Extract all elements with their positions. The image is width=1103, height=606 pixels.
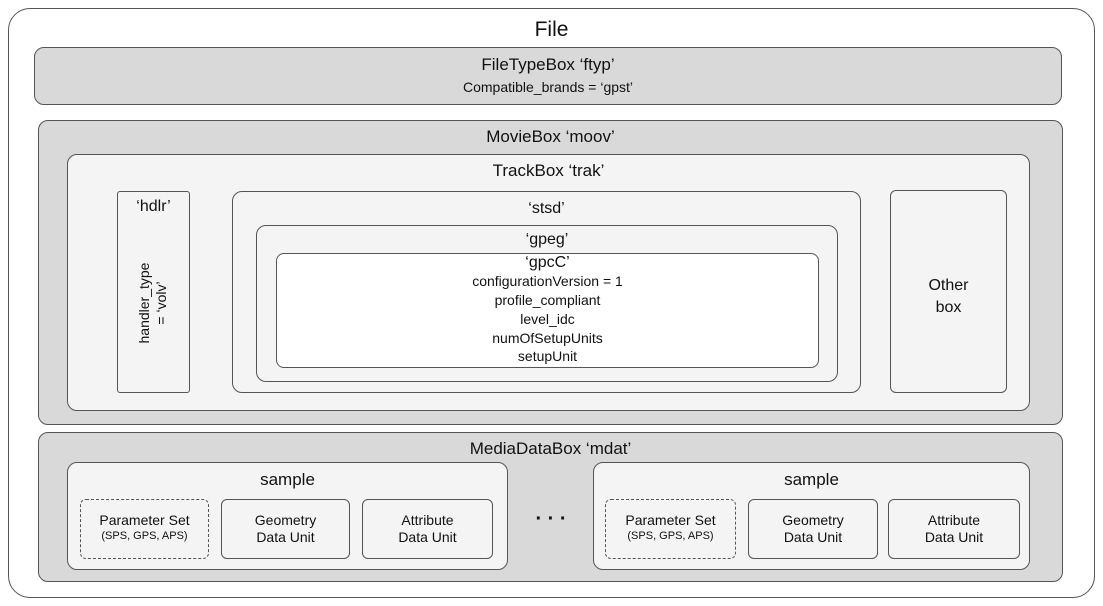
parameter-set-line2: (SPS, GPS, APS) bbox=[101, 530, 188, 542]
ftyp-subtitle: Compatible_brands = ‘gpst’ bbox=[462, 79, 634, 95]
geometry-line2: Data Unit bbox=[783, 529, 843, 545]
file-title: File bbox=[534, 18, 569, 41]
attribute-line1: Attribute bbox=[401, 512, 454, 528]
attribute-data-unit-box bbox=[362, 499, 493, 559]
gpcc-field: configurationVersion = 1 bbox=[472, 273, 623, 289]
gpcc-field: level_idc bbox=[520, 311, 575, 327]
moov-title: MovieBox ‘moov’ bbox=[486, 127, 615, 146]
gpcc-title: ‘gpcC’ bbox=[525, 254, 570, 271]
hdlr-box bbox=[117, 191, 190, 393]
other-box-label: Other box bbox=[890, 275, 1007, 319]
hdlr-line2: = ‘volv’ bbox=[153, 281, 169, 325]
attribute-data-unit-box bbox=[888, 499, 1020, 559]
parameter-set-line1: Parameter Set bbox=[99, 512, 190, 528]
attribute-line2: Data Unit bbox=[398, 529, 457, 545]
hdlr-line1: handler_type bbox=[136, 262, 152, 344]
parameter-set-label: Parameter Set (SPS, GPS, APS) bbox=[80, 512, 209, 544]
sample-title: sample bbox=[784, 470, 839, 489]
geometry-data-unit-label: Geometry Data Unit bbox=[748, 512, 878, 546]
attribute-data-unit-label: Attribute Data Unit bbox=[362, 512, 493, 546]
hdlr-title: ‘hdlr’ bbox=[136, 198, 171, 215]
ellipsis: · · · bbox=[535, 508, 567, 530]
mdat-title: MediaDataBox ‘mdat’ bbox=[469, 439, 632, 458]
other-line1: Other bbox=[928, 277, 969, 294]
geometry-data-unit-box bbox=[221, 499, 350, 559]
other-box bbox=[890, 190, 1007, 393]
gpeg-title: ‘gpeg’ bbox=[525, 231, 569, 248]
geometry-line2: Data Unit bbox=[256, 529, 315, 545]
parameter-set-label: Parameter Set (SPS, GPS, APS) bbox=[605, 512, 736, 544]
parameter-set-line1: Parameter Set bbox=[625, 512, 716, 528]
attribute-line1: Attribute bbox=[927, 512, 981, 528]
geometry-line1: Geometry bbox=[254, 512, 317, 528]
ftyp-title: FileTypeBox ‘ftyp’ bbox=[481, 55, 615, 74]
parameter-set-box bbox=[80, 499, 209, 559]
attribute-line2: Data Unit bbox=[924, 529, 984, 545]
ftyp-box bbox=[34, 47, 1062, 105]
attribute-data-unit-label: Attribute Data Unit bbox=[888, 512, 1020, 546]
sample-title: sample bbox=[260, 470, 315, 489]
stsd-title: ‘stsd’ bbox=[528, 200, 565, 217]
geometry-line1: Geometry bbox=[782, 512, 844, 528]
trak-title: TrackBox ‘trak’ bbox=[492, 161, 605, 180]
other-line2: box bbox=[935, 299, 962, 316]
gpcc-field: setupUnit bbox=[517, 348, 578, 364]
hdlr-handler-type: handler_type = ‘volv’ bbox=[136, 223, 170, 383]
geometry-data-unit-box bbox=[748, 499, 878, 559]
geometry-data-unit-label: Geometry Data Unit bbox=[221, 512, 350, 546]
gpcc-box bbox=[276, 253, 819, 368]
gpcc-field: numOfSetupUnits bbox=[492, 330, 603, 346]
gpcc-field: profile_compliant bbox=[494, 292, 601, 308]
parameter-set-line2: (SPS, GPS, APS) bbox=[627, 530, 714, 542]
parameter-set-box bbox=[605, 499, 736, 559]
